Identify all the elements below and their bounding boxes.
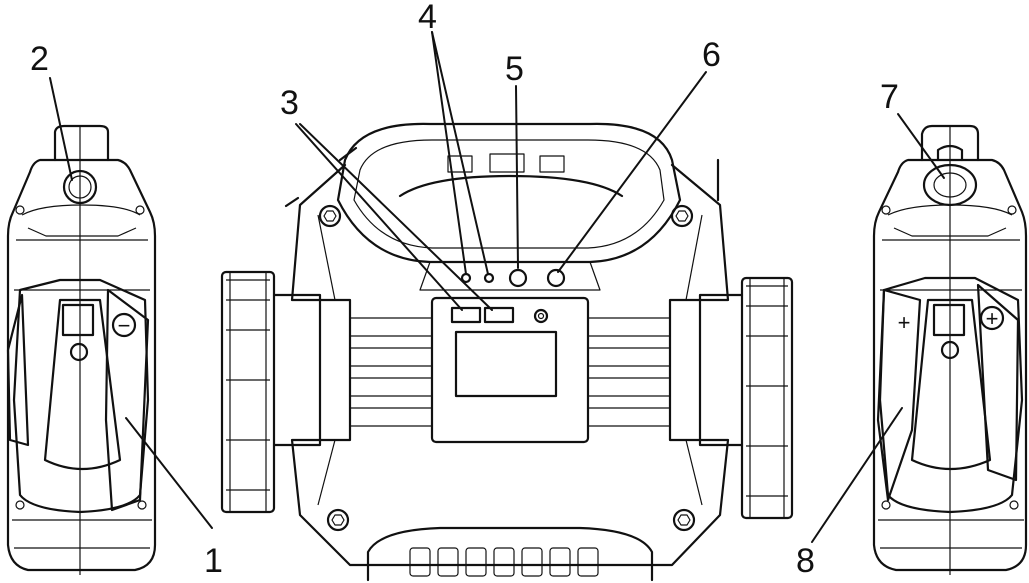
left-side-view: − [6,124,157,575]
plus-symbol-left: + [898,310,911,335]
leader-4b [431,31,489,275]
left-clamp-pivot [69,342,89,362]
left-clamp-lever [104,288,150,512]
front-view [220,122,794,582]
right-clamp-lever [876,288,922,502]
usb-port-2 [483,306,515,324]
base-vents [409,547,599,577]
leader-2 [49,77,73,181]
carry-handle [336,122,682,264]
minus-symbol: − [118,313,131,338]
left-top-cap [53,124,110,162]
right-clamp-pivot [940,340,960,360]
power-button [533,308,549,324]
display-screen [454,330,558,398]
leader-3a [295,123,463,311]
right-side-view: + + [872,124,1028,575]
callout-3: 3 [280,84,299,122]
usb-port-1 [450,306,482,324]
callout-4: 4 [418,0,437,36]
leader-6 [557,71,707,273]
control-panel [430,296,590,444]
port-6 [546,268,566,288]
left-body-outline [6,158,157,572]
negative-terminal-symbol [111,312,137,338]
indicator-light-2 [483,272,495,284]
left-ribs [349,317,433,427]
dc-port-5 [508,268,528,288]
right-ribs [587,317,671,427]
right-clamp-jaw [932,303,966,337]
callout-1: 1 [204,542,223,580]
leader-8 [811,407,903,543]
right-body-outline [872,158,1028,572]
left-clamp-jaw [61,303,95,337]
leader-3b [299,123,493,311]
callout-7: 7 [880,78,899,116]
leader-4a [431,31,467,275]
base-foot [366,526,654,582]
positive-terminal-symbol [979,305,1005,331]
leader-1 [125,417,213,529]
leader-5 [515,85,519,269]
right-top-cap [920,124,980,162]
leader-7 [897,113,945,179]
callout-2: 2 [30,40,49,78]
callout-labels: 2 1 3 4 5 6 7 8 [30,0,899,580]
left-cable-drum [220,270,322,514]
plus-symbol-circle: + [986,306,999,331]
right-cable-drum [698,276,794,520]
callout-5: 5 [505,50,524,88]
corner-bolts [318,204,696,532]
callout-6: 6 [702,36,721,74]
main-housing [290,163,730,567]
leader-lines [49,31,945,543]
right-clamp-handle [910,298,992,471]
left-clamp-handle [43,298,122,470]
callout-8: 8 [796,542,815,580]
